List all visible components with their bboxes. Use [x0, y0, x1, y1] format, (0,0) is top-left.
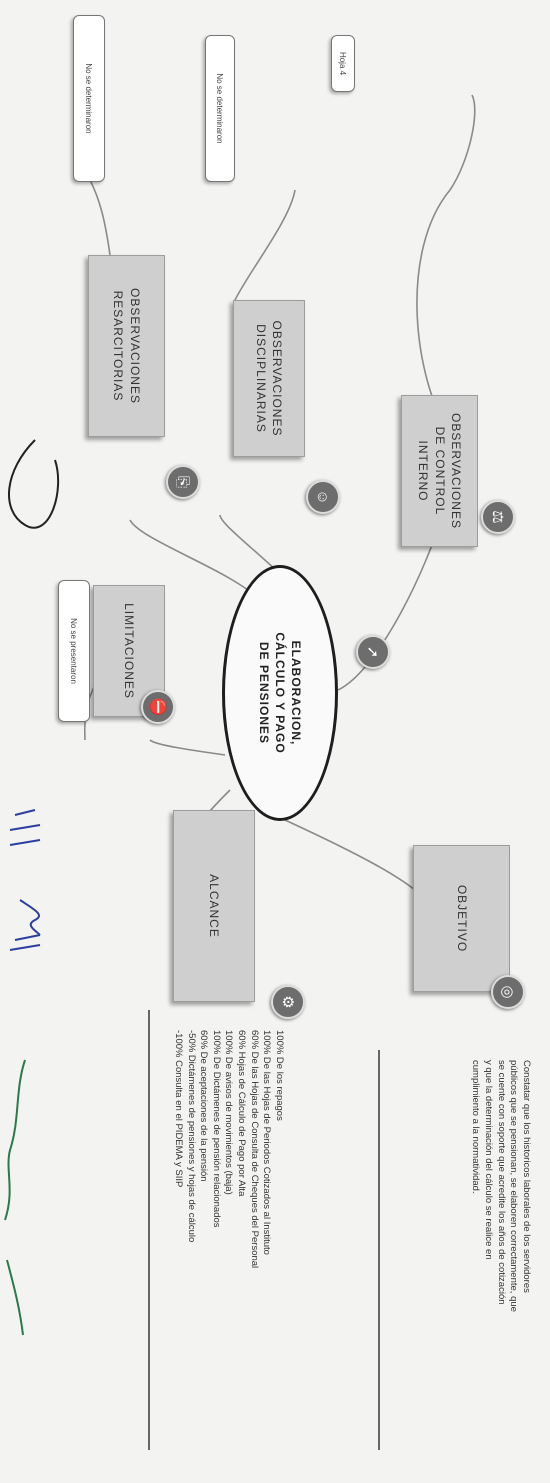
alcance-line: 60% De las Hojas de Consulta de Cheques …: [248, 1030, 260, 1269]
node-observaciones-resarcitorias: OBSERVACIONES RESARCITORIAS: [88, 255, 165, 437]
alcance-line: 100% De las Hojas de Periodos Cotizados …: [261, 1030, 273, 1255]
person-icon: ☺: [306, 480, 340, 514]
link-disciplinarias-leaf: [234, 189, 296, 301]
alcance-line: -100% Consulta en el PIDEMA y SIIP: [173, 1030, 184, 1188]
link-center-objetivo: [284, 819, 426, 901]
alcance-line: -50% Dictámenes de pensiones y hojas de …: [185, 1030, 197, 1243]
leaf-hoja: Hoja 4: [331, 35, 355, 92]
link-resarcitorias-leaf: [89, 179, 111, 256]
node-objetivo: OBJETIVO: [413, 845, 510, 992]
objetivo-description: Constatar que los historicos laborales d…: [469, 1060, 533, 1312]
target-icon: ◎: [491, 975, 525, 1009]
leaf-disciplinarias: No se determinaron: [205, 35, 235, 182]
leaf-resarcitorias: No se determinaron: [73, 15, 105, 182]
limit-icon: ⛔: [141, 690, 175, 724]
alcance-line: 100% De avisos de movimientos (baja): [223, 1030, 235, 1195]
alcance-line: 60% De aceptaciones de la pensión: [198, 1030, 210, 1182]
alcance-line: 100% De los repagos: [274, 1030, 285, 1121]
objetivo-line: y que la determinación del cálculo se re…: [483, 1060, 495, 1260]
objetivo-underline: [378, 1050, 380, 1450]
alcance-line: 60% Hojas de Cálculo de Pago por Alta: [236, 1030, 248, 1197]
alcance-description: 100% De los repagos 100% De las Hojas de…: [171, 1030, 285, 1268]
scope-icon: ⚙: [271, 985, 305, 1019]
objetivo-line: Constatar que los historicos laborales d…: [521, 1060, 532, 1293]
document-icon: ⎘: [166, 465, 200, 499]
link-control-hoja: [416, 94, 476, 451]
objetivo-line: se cuente con soporte que acredite los a…: [495, 1060, 507, 1305]
central-topic: ELABORACION, CÁLCULO Y PAGO DE PENSIONES: [222, 565, 338, 821]
link-center-limitaciones: [149, 739, 226, 756]
node-observaciones-control-interno: OBSERVACIONES DE CONTROL INTERNO: [401, 395, 478, 547]
alcance-underline: [148, 1010, 150, 1450]
action-icon: ➚: [356, 635, 390, 669]
node-observaciones-disciplinarias: OBSERVACIONES DISCIPLINARIAS: [233, 300, 305, 457]
objetivo-line: públicos que se pensionan, se elaboren c…: [508, 1060, 520, 1312]
balance-icon: ⚖: [481, 500, 515, 534]
node-alcance: ALCANCE: [173, 810, 255, 1002]
objetivo-line: cumplimiento a la normatividad.: [470, 1060, 482, 1194]
handwritten-marks: [4, 439, 60, 1336]
alcance-line: 100% De Dictámenes de pensión relacionad…: [210, 1030, 222, 1228]
